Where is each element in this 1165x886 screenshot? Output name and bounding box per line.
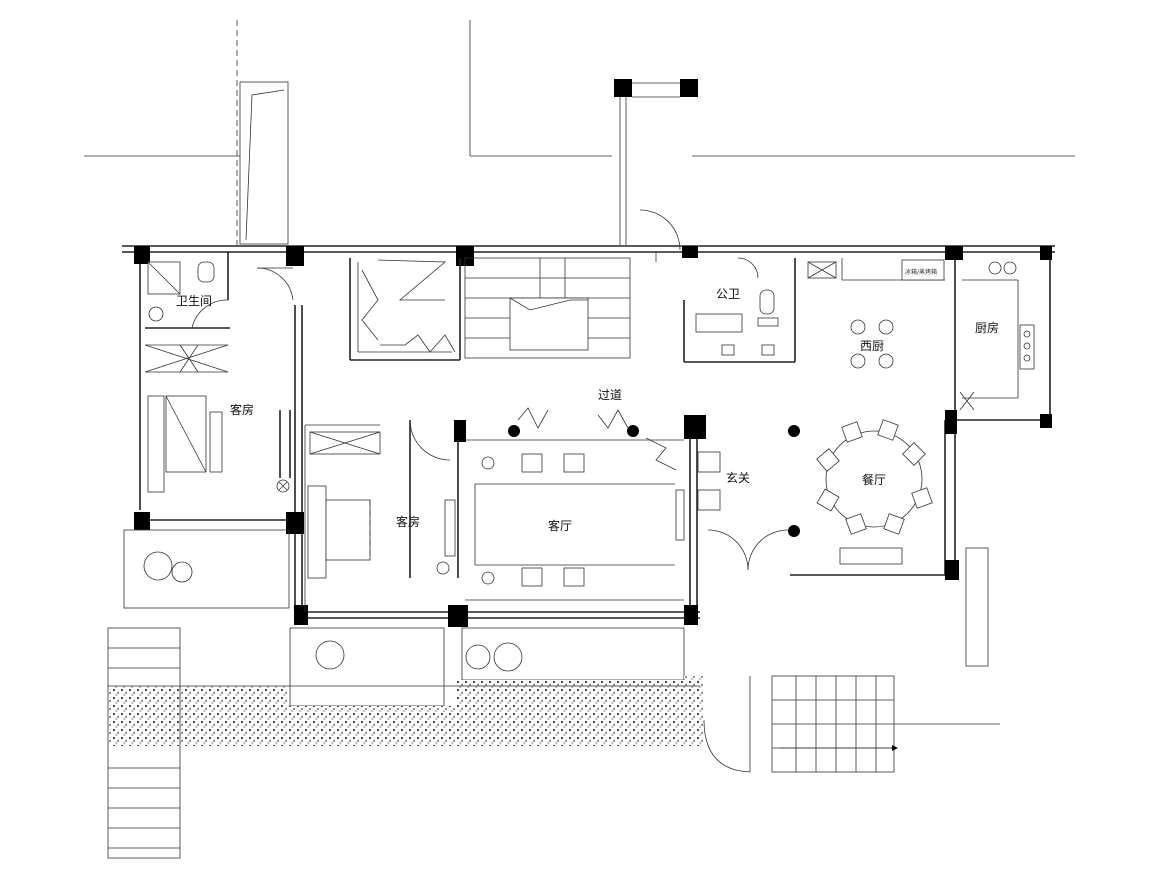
label-appliance-tag: 冰箱/蒸烤箱 xyxy=(905,268,937,276)
exterior-walls xyxy=(122,245,1055,620)
terraces xyxy=(123,529,989,707)
entrance-fixtures xyxy=(697,451,721,511)
guest-room-1-furniture xyxy=(147,395,290,493)
guest-room-2-furniture xyxy=(307,431,450,579)
room-labels: 卫生间 客房 客房 客厅 过道 公卫 西厨 厨房 餐厅 玄关 冰箱/蒸烤箱 xyxy=(176,268,999,533)
label-public-toilet: 公卫 xyxy=(716,287,740,301)
site-context xyxy=(84,20,1075,245)
label-guest-room-1: 客房 xyxy=(230,402,254,417)
label-living-room: 客厅 xyxy=(548,518,572,533)
decorative-zigzags xyxy=(361,259,677,471)
label-bathroom: 卫生间 xyxy=(176,294,212,308)
label-dining-room: 餐厅 xyxy=(862,472,886,487)
kitchen-fixtures xyxy=(959,261,1035,411)
label-guest-room-2: 客房 xyxy=(396,514,420,529)
label-kitchen: 厨房 xyxy=(975,320,999,335)
label-western-kitchen: 西厨 xyxy=(860,339,884,353)
exterior-stairs xyxy=(107,627,1000,859)
western-kitchen-furniture xyxy=(807,259,945,369)
label-entrance: 玄关 xyxy=(726,470,750,485)
label-corridor: 过道 xyxy=(598,388,622,402)
public-toilet-fixtures xyxy=(695,289,779,356)
door-swings xyxy=(191,209,789,571)
dining-table xyxy=(816,419,933,565)
gravel-garden xyxy=(108,676,704,746)
bathroom-fixtures xyxy=(147,261,215,322)
ceiling-lights xyxy=(508,425,800,537)
interior-walls xyxy=(144,252,1019,612)
living-room-furniture xyxy=(444,453,685,587)
structural-columns xyxy=(134,246,1052,627)
